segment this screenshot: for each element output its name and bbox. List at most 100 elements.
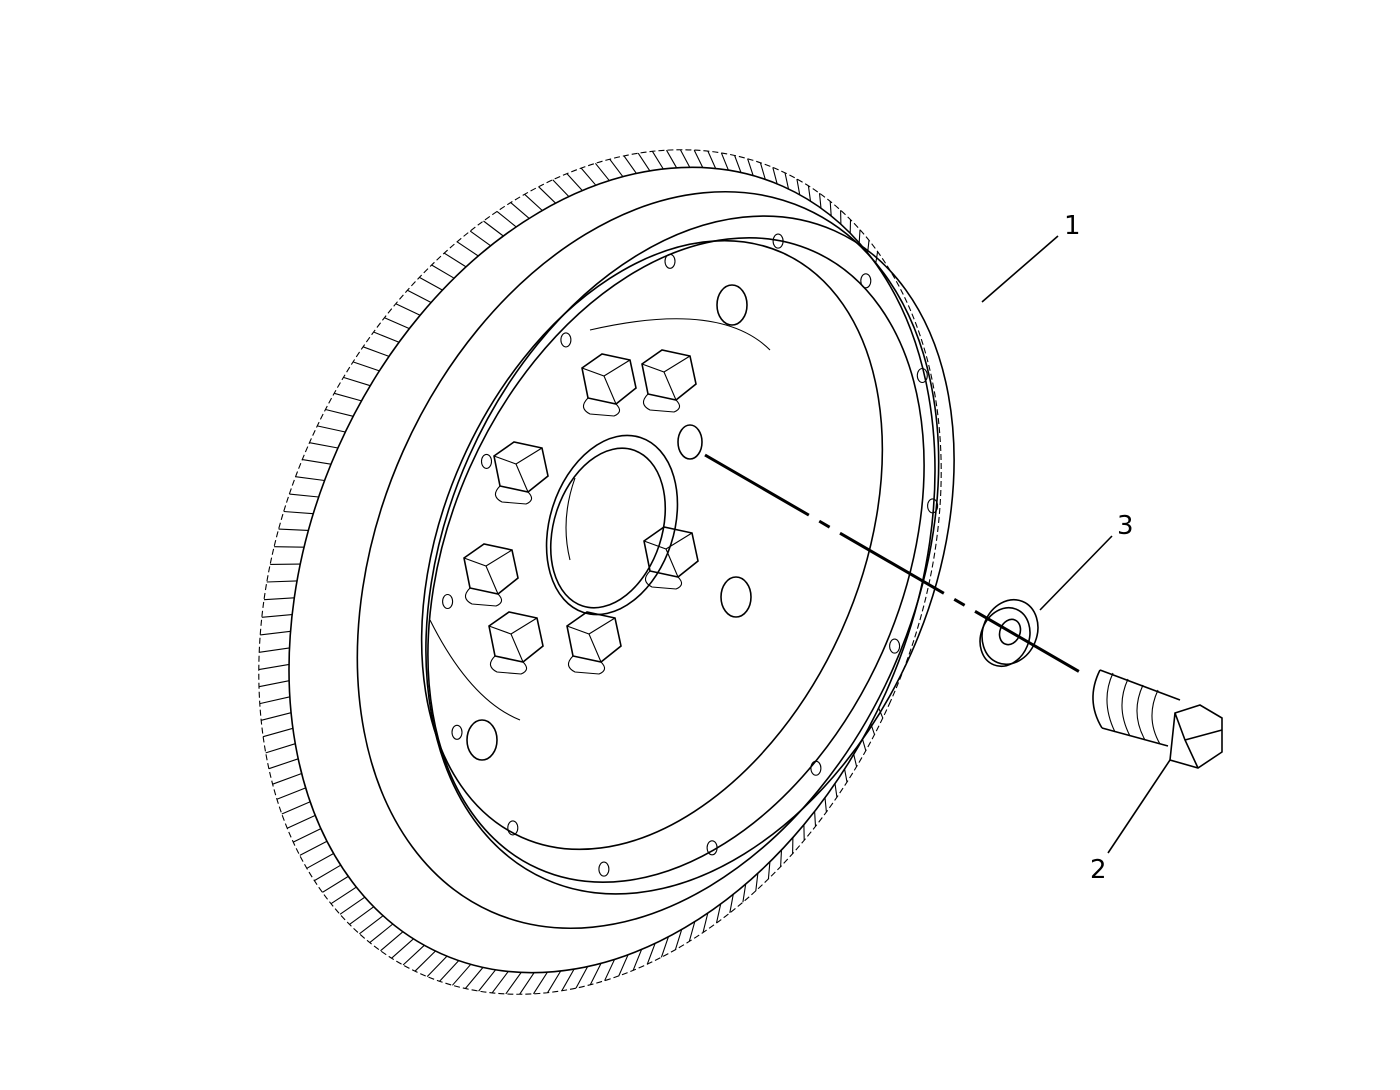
gear-tooth: [707, 150, 717, 169]
gear-tooth: [464, 967, 484, 989]
gear-tooth: [575, 966, 589, 989]
gear-tooth: [325, 408, 354, 417]
gear-tooth: [309, 442, 339, 449]
gear-tooth: [618, 954, 629, 977]
gear-tooth: [334, 392, 362, 402]
ring-gear-icon: [258, 149, 942, 995]
gear-tooth: [395, 303, 421, 316]
gear-tooth: [349, 906, 375, 925]
rim-hole: [810, 760, 822, 776]
gear-tooth: [286, 814, 316, 829]
flywheel-outer-rim: [288, 166, 936, 974]
rim-hole: [451, 724, 463, 740]
gear-tooth: [814, 811, 817, 827]
gear-tooth: [834, 783, 838, 798]
gear-tooth: [637, 152, 651, 172]
gear-tooth: [469, 230, 492, 247]
flywheel-face-step: [427, 237, 925, 883]
gear-tooth: [343, 376, 371, 387]
flywheel-face-ring: [425, 215, 955, 895]
rim-hole: [560, 332, 572, 348]
gear-tooth: [878, 707, 884, 719]
flywheel-face-inner: [420, 239, 884, 851]
gear-tooth: [818, 193, 822, 209]
gear-tooth: [289, 493, 319, 498]
gear-tooth: [519, 972, 535, 995]
hub-contour: [429, 318, 771, 721]
rim-hole: [480, 453, 493, 469]
gear-tooth: [483, 220, 504, 237]
gear-tooth: [547, 970, 562, 993]
gear-tooth: [352, 361, 380, 372]
gear-tooth: [829, 201, 832, 217]
gear-tooth: [281, 801, 311, 815]
gear-tooth: [609, 158, 624, 178]
hub-bolt-icon: [463, 543, 519, 607]
gear-tooth: [362, 346, 390, 357]
flywheel-icon: [288, 166, 955, 974]
hub-bore-outer: [545, 434, 679, 616]
gear-tooth: [623, 155, 637, 174]
gear-tooth: [844, 769, 848, 783]
gear-tooth: [407, 289, 432, 303]
gear-tooth: [414, 950, 436, 972]
gear-tooth: [491, 971, 509, 994]
gear-tooth: [391, 938, 414, 959]
rim-hole: [598, 861, 610, 877]
hub-bore-depth: [565, 477, 576, 561]
gear-tooth: [715, 903, 722, 924]
gear-tooth: [276, 787, 306, 800]
gear-tooth: [747, 158, 754, 176]
gear-tooth: [566, 173, 583, 191]
mounting-hole: [466, 719, 498, 761]
gear-tooth: [359, 915, 384, 935]
gear-tooth: [784, 172, 790, 190]
leader-line-3: [1039, 535, 1113, 611]
gear-tooth: [439, 960, 460, 982]
gear-tooth: [258, 663, 290, 671]
callout-3: 3: [1117, 511, 1134, 541]
leader-lines: [981, 235, 1171, 854]
gear-tooth: [419, 276, 443, 291]
callout-1: 1: [1064, 211, 1081, 241]
gear-tooth: [651, 151, 664, 170]
hub-bolts: [463, 349, 699, 675]
gear-tooth: [742, 883, 747, 903]
gear-tooth: [824, 797, 827, 813]
gear-tooth: [552, 179, 570, 197]
gear-tooth: [292, 828, 322, 843]
gear-tooth: [260, 630, 291, 636]
gear-tooth: [688, 921, 696, 942]
rim-hole: [442, 593, 454, 610]
gear-tooth: [594, 162, 610, 182]
gear-tooth: [339, 896, 366, 915]
assembly-centerline: [704, 453, 1086, 677]
gear-tooth: [261, 712, 292, 721]
gear-tooth: [693, 149, 704, 168]
gear-tip-outline: [258, 149, 942, 995]
gear-tooth: [299, 840, 328, 856]
gear-tooth: [306, 853, 334, 869]
rim-hole: [889, 638, 901, 654]
gear-tooth: [679, 149, 691, 168]
hub-bolt-icon: [641, 349, 697, 413]
gear-tooth: [755, 873, 759, 891]
rim-hole: [664, 253, 676, 269]
mounting-hole: [720, 576, 752, 618]
gear-tooth: [262, 727, 294, 738]
gear-tooth: [451, 963, 472, 986]
gear-tooth: [510, 202, 530, 219]
rim-hole: [772, 233, 784, 249]
gear-tooth: [524, 193, 543, 211]
hub-bolt-icon: [643, 526, 699, 590]
gear-tooth: [380, 931, 404, 952]
gear-tooth: [330, 886, 357, 905]
gear-tooth: [674, 929, 683, 950]
gear-tooth: [317, 425, 346, 433]
gear-tooth: [772, 167, 778, 184]
gear-tooth: [274, 546, 305, 548]
gear-tooth: [265, 743, 296, 754]
gear-tooth: [561, 968, 575, 992]
gear-tooth: [426, 955, 448, 977]
